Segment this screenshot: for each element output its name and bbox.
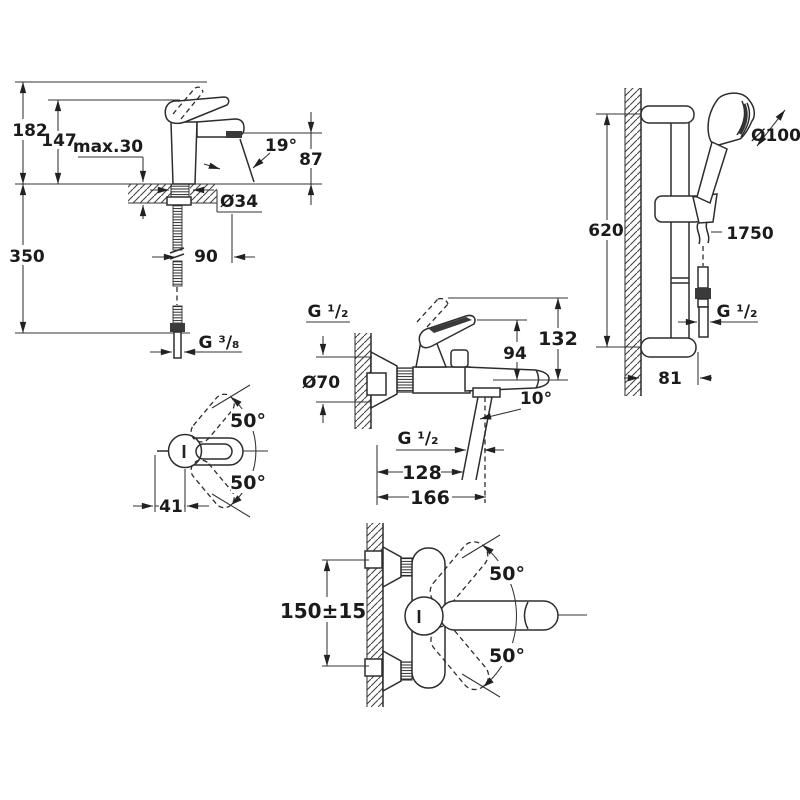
dim-deck-max: max.30 [73,137,143,157]
rail-bracket-top [640,105,695,124]
flex-hose [172,204,183,251]
dim-total-height: 182 [12,121,48,141]
hand-shower-head [707,92,755,147]
bath-mixer-side-view: G ¹/₂ Ø70 94 132 10° G ¹/₂ 128 [302,297,578,509]
escutcheon-top [382,545,402,589]
dim-thread: G ³/₈ [199,333,240,353]
faucet-body [170,121,198,185]
dim-swing-lower: 50° [230,472,266,494]
spray-face [738,103,748,135]
wall-union-bottom [364,658,383,677]
escutcheon-bottom [382,649,402,693]
rail-bracket-bottom [640,337,697,358]
dim-reach-outlet: 128 [402,462,442,484]
flow-direction-arrow [203,162,221,170]
dim-shower-thread: G ¹/₂ [717,302,758,322]
hose-fitting [697,266,709,289]
dim-wall-offset: 81 [658,369,682,389]
shower-hose [696,222,701,245]
cartridge-face [404,596,444,636]
dim-lever-offset: 41 [159,497,183,517]
dim-total-height: 132 [538,328,578,350]
basin-mixer-side-view: 182 147 350 max.30 Ø34 90 87 [9,81,324,359]
wall-union [366,372,387,396]
dim-spout-angle: 10° [520,389,552,409]
lever-top-view: 50° 50° 41 [133,384,268,518]
lever-raised-dashed [416,298,439,323]
dim-outlet-thread: G ¹/₂ [398,429,439,449]
dim-center-distance: 150±15 [280,599,366,623]
stream-line [461,396,479,481]
union-nut-top [400,557,413,577]
dim-swing-upper: 50° [230,410,266,432]
shower-rail-product [640,92,755,358]
wall-mixer-dimensions: 50° 50° 150±15 [280,534,526,698]
bath-spout [464,366,550,392]
water-stream-line [239,138,255,183]
basin-dimensions: 182 147 350 max.30 Ø34 90 87 [9,82,324,356]
faucet-lever [164,96,230,125]
union-nut [396,367,414,393]
dim-reach-total: 166 [410,487,450,509]
rail-bar [670,113,690,347]
hose-connector [170,323,185,332]
basin-faucet-product [164,86,255,359]
dim-swing-lower: 50° [489,645,525,667]
bath-mixer-dimensions: G ¹/₂ Ø70 94 132 10° G ¹/₂ 128 [302,297,578,509]
dim-hose-length: 1750 [726,224,773,244]
dim-spout-height: 87 [299,150,323,170]
dim-head-dia: Ø100 [751,126,800,146]
handle-grip-line [523,601,529,630]
dim-body-height: 147 [41,131,77,151]
dim-hose-drop: 350 [9,247,45,267]
dim-bar-length: 620 [588,221,624,241]
hose-end-tube [173,331,182,359]
aerator [226,131,242,138]
wall-hatch [625,88,641,396]
mounting-nut [166,196,192,206]
shower-rail-set: 620 Ø100 1750 G ¹/₂ 81 [588,88,800,396]
dim-inlet-thread: G ¹/₂ [308,302,349,322]
swing-arc [482,544,517,688]
bath-mixer-product [366,297,550,503]
dim-lever-height: 94 [503,344,527,364]
wall-mixer-front-view: 50° 50° 150±15 [280,523,587,707]
hose-end [698,306,709,338]
shower-face-ring [740,102,751,138]
dim-reach: 90 [194,247,218,267]
threaded-shank [170,183,190,198]
union-nut-bottom [400,661,413,681]
deck-hatch [128,184,172,203]
hand-shower-handle [696,140,728,205]
dim-hole-dia: Ø34 [220,192,258,212]
shower-dimensions: 620 Ø100 1750 G ¹/₂ 81 [588,109,800,389]
swing-arc [230,396,257,506]
mixer-body [412,366,471,394]
wall-mixer-product [364,541,587,693]
dim-swing-upper: 50° [489,563,525,585]
mixer-handle [439,600,559,631]
lever-raised-dashed [172,87,196,115]
dim-spout-angle: 19° [265,136,297,156]
spout-outlet [472,387,501,398]
lever-top-dimensions: 50° 50° 41 [133,384,266,518]
dim-rosette-dia: Ø70 [302,373,340,393]
diverter-knob [450,349,469,368]
